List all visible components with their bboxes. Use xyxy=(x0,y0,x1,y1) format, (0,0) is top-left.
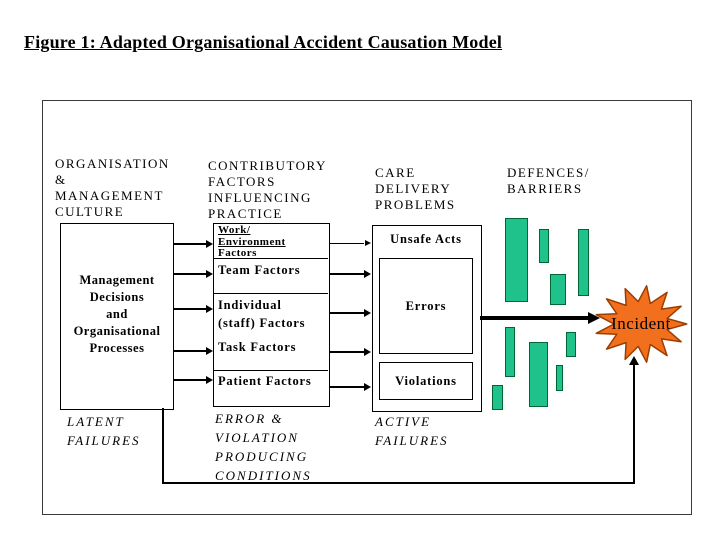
label-line: Organisational xyxy=(73,324,161,338)
arrow-task-to-errors xyxy=(329,348,371,356)
violations-box: Violations xyxy=(379,362,473,400)
header-care-delivery: CARE DELIVERY PROBLEMS xyxy=(375,165,456,213)
label-line: ERROR & xyxy=(215,411,284,426)
team-factors-label: Team Factors xyxy=(218,263,301,277)
arrow-team-to-errors xyxy=(329,270,371,278)
label-line: FAILURES xyxy=(375,433,449,448)
latent-failures-label: LATENT FAILURES xyxy=(67,412,141,450)
patient-factors-label: Patient Factors xyxy=(218,374,312,388)
label-line: Processes xyxy=(89,341,145,355)
arrow-mgmt-to-individual xyxy=(173,305,213,313)
divider xyxy=(213,258,328,259)
header-line: PRACTICE xyxy=(208,206,283,221)
feedback-arrowhead-up xyxy=(629,356,639,365)
arrow-mgmt-to-task xyxy=(173,347,213,355)
header-line: INFLUENCING xyxy=(208,190,312,205)
header-line: CONTRIBUTORY xyxy=(208,158,327,173)
figure-title: Figure 1: Adapted Organisational Acciden… xyxy=(24,32,503,52)
label-line: FAILURES xyxy=(67,433,141,448)
label-line: Work/ xyxy=(218,224,251,236)
arrow-patient-to-violations xyxy=(329,383,371,391)
work-environment-factors-label: Work/ Environment Factors xyxy=(218,224,286,260)
header-line: BARRIERS xyxy=(507,181,583,196)
header-line: DELIVERY xyxy=(375,181,452,196)
label-line: ACTIVE xyxy=(375,414,432,429)
header-line: MANAGEMENT xyxy=(55,188,164,203)
diagram-frame xyxy=(42,100,692,515)
feedback-line-bottom xyxy=(162,482,635,484)
label-line: LATENT xyxy=(67,414,125,429)
header-line: ORGANISATION xyxy=(55,156,170,171)
feedback-line-vertical-left xyxy=(162,408,164,484)
header-defences-barriers: DEFENCES/ BARRIERS xyxy=(507,165,590,197)
arrow-mgmt-to-workenv xyxy=(173,240,213,248)
management-decisions-label: Management Decisions and Organisational … xyxy=(61,272,173,357)
header-line: CARE xyxy=(375,165,416,180)
label-line: VIOLATION xyxy=(215,430,299,445)
label-line: Factors xyxy=(218,247,257,259)
label-line: and xyxy=(106,307,128,321)
management-decisions-box: Management Decisions and Organisational … xyxy=(60,223,174,410)
active-failures-label: ACTIVE FAILURES xyxy=(375,412,449,450)
unsafe-acts-label: Unsafe Acts xyxy=(390,232,462,246)
arrow-mgmt-to-team xyxy=(173,270,213,278)
header-line: DEFENCES/ xyxy=(507,165,590,180)
arrow-errors-to-incident xyxy=(480,312,600,324)
divider xyxy=(213,293,328,294)
header-line: & xyxy=(55,172,67,187)
incident-label: Incident xyxy=(611,314,671,333)
label-line: Environment xyxy=(218,235,286,248)
arrow-individual-to-errors xyxy=(329,309,371,317)
errors-box: Errors xyxy=(379,258,473,354)
header-organisation-culture: ORGANISATION & MANAGEMENT CULTURE xyxy=(55,156,170,220)
label-line: Decisions xyxy=(89,290,145,304)
label-line: PRODUCING xyxy=(215,449,309,464)
incident-star-icon xyxy=(595,285,688,363)
violations-label: Violations xyxy=(395,373,457,388)
header-contributory-factors: CONTRIBUTORY FACTORS INFLUENCING PRACTIC… xyxy=(208,158,327,222)
individual-factors-label: Individual xyxy=(218,298,282,312)
task-factors-label: Task Factors xyxy=(218,340,297,354)
label-line: CONDITIONS xyxy=(215,468,312,483)
individual-factors-label2: (staff) Factors xyxy=(218,316,306,330)
divider xyxy=(213,370,328,371)
arrow-workenv-to-unsafeacts xyxy=(329,240,371,246)
contributory-factors-box xyxy=(213,223,330,407)
errors-label: Errors xyxy=(405,298,447,313)
feedback-line-vertical-right xyxy=(633,364,635,484)
error-violation-conditions-label: ERROR & VIOLATION PRODUCING CONDITIONS xyxy=(215,409,312,485)
arrow-mgmt-to-patient xyxy=(173,376,213,384)
header-line: PROBLEMS xyxy=(375,197,456,212)
header-line: CULTURE xyxy=(55,204,125,219)
label-line: Management xyxy=(79,273,155,287)
header-line: FACTORS xyxy=(208,174,276,189)
